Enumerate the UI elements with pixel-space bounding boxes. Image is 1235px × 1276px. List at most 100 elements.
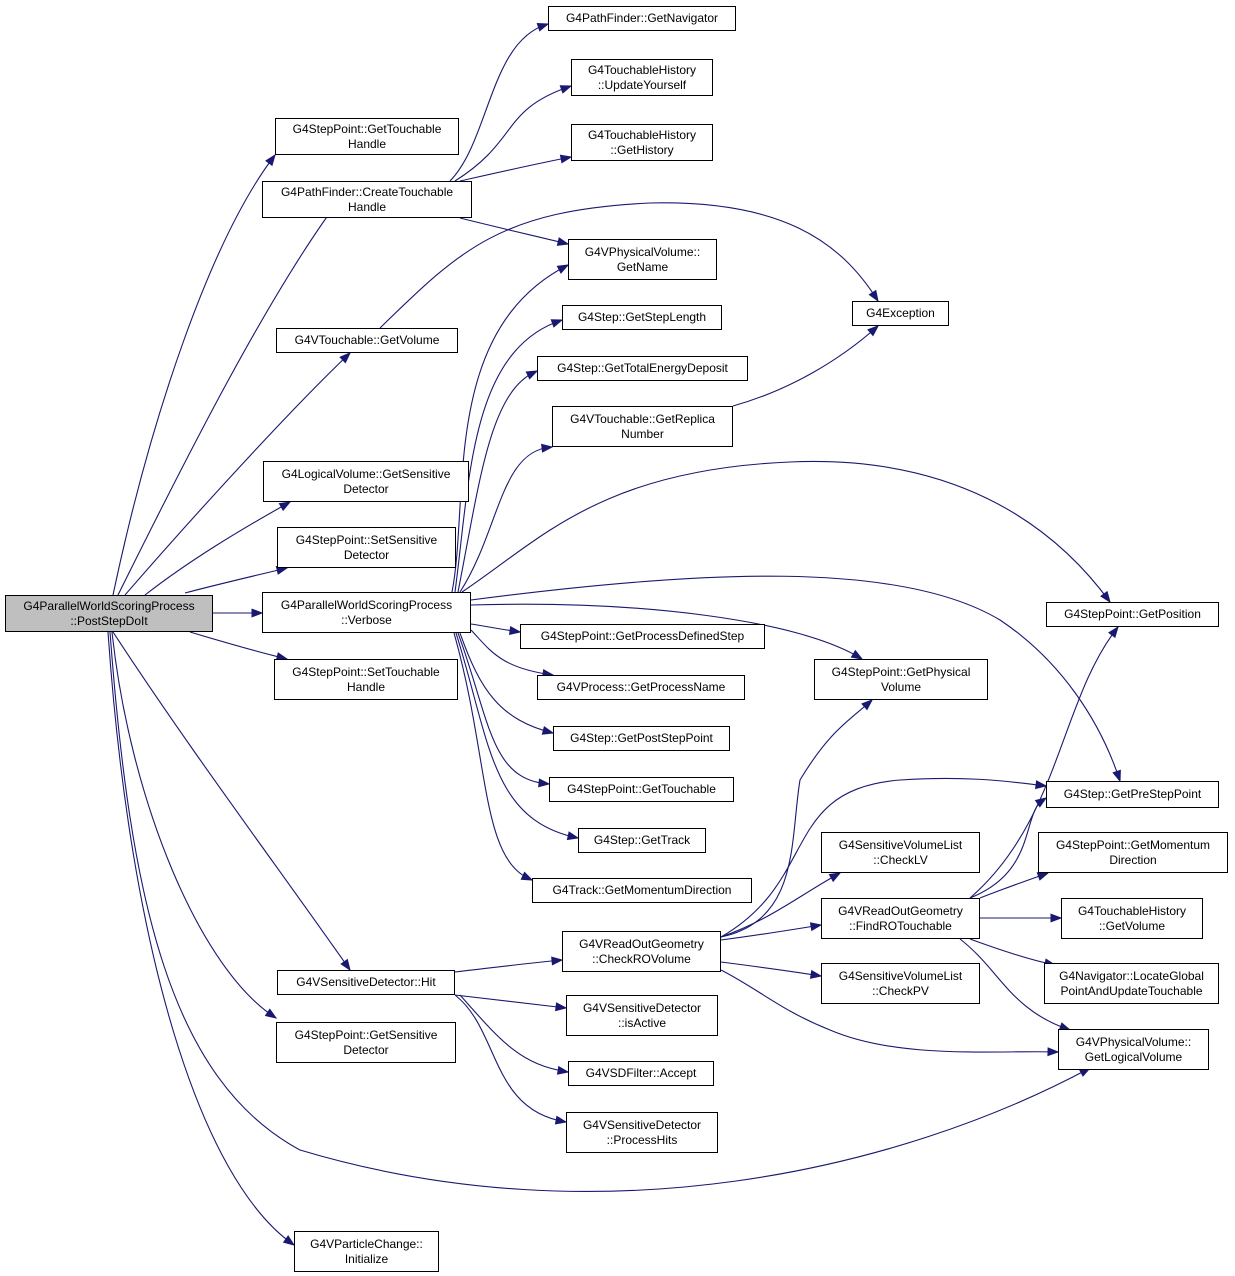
edge-line: [459, 632, 554, 734]
node-sp-getpos[interactable]: G4StepPoint::GetPosition: [1046, 602, 1219, 627]
edge-arrowhead: [809, 922, 823, 932]
edge-arrowhead: [265, 153, 276, 167]
edge-root-sd-hit: [112, 631, 351, 972]
node-label-line: G4TouchableHistory: [587, 127, 697, 142]
edge-ro-check-svl-checkpv: [720, 961, 823, 979]
node-label-line: G4StepPoint::GetTouchable: [292, 121, 442, 136]
edge-verbose-step-edep: [457, 370, 539, 593]
edge-arrowhead: [1112, 769, 1121, 783]
node-pc-init[interactable]: G4VParticleChange::Initialize: [294, 1231, 439, 1272]
edge-line: [454, 994, 567, 1009]
edge-root-lv-getsd: [144, 501, 292, 596]
edge-arrowhead: [551, 956, 564, 966]
node-svl-checkpv[interactable]: G4SensitiveVolumeList::CheckPV: [821, 963, 980, 1004]
edge-line: [720, 872, 841, 938]
edge-root-sp-getsd: [111, 631, 278, 1019]
node-label-line: G4Track::GetMomentumDirection: [552, 883, 732, 897]
node-label-line: G4ParallelWorldScoringProcess: [23, 598, 195, 613]
edge-sd-hit-filter-accept: [459, 994, 570, 1075]
edge-line: [117, 194, 344, 596]
node-label-line: G4VSDFilter::Accept: [585, 1066, 697, 1080]
node-label-line: Volume: [880, 679, 922, 694]
node-th-update[interactable]: G4TouchableHistory::UpdateYourself: [571, 59, 713, 96]
edge-ro-find-sp-getmom: [979, 872, 1050, 899]
edge-line: [459, 994, 569, 1073]
node-ro-find[interactable]: G4VReadOutGeometry::FindROTouchable: [821, 898, 980, 939]
edge-line: [109, 631, 1091, 1192]
edge-arrowhead: [559, 154, 573, 164]
edge-line: [457, 632, 550, 785]
node-step-pre[interactable]: G4Step::GetPreStepPoint: [1046, 781, 1219, 808]
node-label-line: G4VReadOutGeometry: [579, 936, 704, 951]
edge-verbose-step-post: [459, 632, 555, 735]
node-sp-procdef[interactable]: G4StepPoint::GetProcessDefinedStep: [520, 624, 765, 649]
node-label-line: G4VSensitiveDetector: [582, 1117, 702, 1132]
node-sp-gettouch[interactable]: G4StepPoint::GetTouchable: [549, 777, 734, 802]
edge-line: [720, 699, 873, 938]
edge-arrowhead: [556, 237, 570, 246]
node-ro-check[interactable]: G4VReadOutGeometry::CheckROVolume: [562, 931, 721, 972]
edge-arrowhead: [541, 443, 554, 453]
edge-verbose-vt-replica: [459, 443, 554, 593]
edge-pf-create-th-update: [454, 85, 573, 182]
node-label-line: PointAndUpdateTouchable: [1060, 983, 1203, 998]
node-label-line: ::GetHistory: [610, 142, 674, 157]
edge-arrowhead: [264, 1008, 278, 1019]
edge-verbose-track-mom: [453, 632, 534, 881]
edge-ro-find-sp-getpos: [969, 625, 1119, 899]
edge-line: [107, 631, 295, 1246]
node-step-edep[interactable]: G4Step::GetTotalEnergyDeposit: [537, 356, 748, 381]
node-label-line: ::Verbose: [341, 612, 392, 627]
node-proc-name[interactable]: G4VProcess::GetProcessName: [537, 675, 745, 700]
node-label-line: G4StepPoint::GetPosition: [1064, 607, 1201, 621]
edge-arrowhead: [850, 649, 864, 660]
edge-line: [720, 961, 822, 977]
edge-arrowhead: [809, 969, 823, 979]
edge-line: [459, 217, 569, 245]
node-step-post[interactable]: G4Step::GetPostStepPoint: [553, 726, 730, 751]
node-filter-accept[interactable]: G4VSDFilter::Accept: [568, 1061, 714, 1086]
node-th-gethist[interactable]: G4TouchableHistory::GetHistory: [571, 124, 713, 161]
node-label-line: ::GetVolume: [1098, 918, 1166, 933]
edge-line: [732, 325, 879, 407]
node-step-len[interactable]: G4Step::GetStepLength: [562, 305, 722, 330]
node-verbose[interactable]: G4ParallelWorldScoringProcess::Verbose: [262, 592, 471, 633]
node-pf-getnav[interactable]: G4PathFinder::GetNavigator: [548, 6, 736, 31]
node-sd-hit[interactable]: G4VSensitiveDetector::Hit: [277, 970, 455, 995]
edge-ro-find-nav-locate: [969, 938, 1057, 968]
node-exception[interactable]: G4Exception: [852, 301, 949, 326]
node-vt-getvol[interactable]: G4VTouchable::GetVolume: [276, 328, 458, 353]
edge-sd-hit-ro-check: [454, 956, 564, 973]
node-svl-checklv[interactable]: G4SensitiveVolumeList::CheckLV: [821, 832, 980, 873]
edge-line: [459, 446, 553, 593]
node-root: G4ParallelWorldScoringProcess::PostStepD…: [5, 595, 213, 632]
node-sd-active[interactable]: G4VSensitiveDetector::isActive: [566, 995, 718, 1036]
node-label-line: G4Exception: [866, 306, 935, 320]
node-th-getvol[interactable]: G4TouchableHistory::GetVolume: [1061, 898, 1203, 939]
edge-arrowhead: [1047, 1047, 1060, 1057]
node-label-line: ::CheckPV: [872, 983, 929, 998]
edge-ro-find-th-getvol: [980, 913, 1063, 923]
node-pv-getname[interactable]: G4VPhysicalVolume::GetName: [568, 239, 717, 280]
node-label-line: GetName: [616, 259, 669, 274]
node-track-mom[interactable]: G4Track::GetMomentumDirection: [532, 878, 752, 903]
edge-line: [470, 575, 1121, 782]
node-label-line: ::ProcessHits: [606, 1132, 678, 1147]
node-sd-process[interactable]: G4VSensitiveDetector::ProcessHits: [566, 1112, 718, 1153]
edge-root-pv-getlv: [109, 631, 1092, 1192]
node-step-track[interactable]: G4Step::GetTrack: [578, 828, 706, 853]
node-pv-getlv[interactable]: G4VPhysicalVolume::GetLogicalVolume: [1058, 1029, 1209, 1070]
node-label-line: Detector: [343, 481, 389, 496]
edge-arrowhead: [550, 319, 564, 328]
